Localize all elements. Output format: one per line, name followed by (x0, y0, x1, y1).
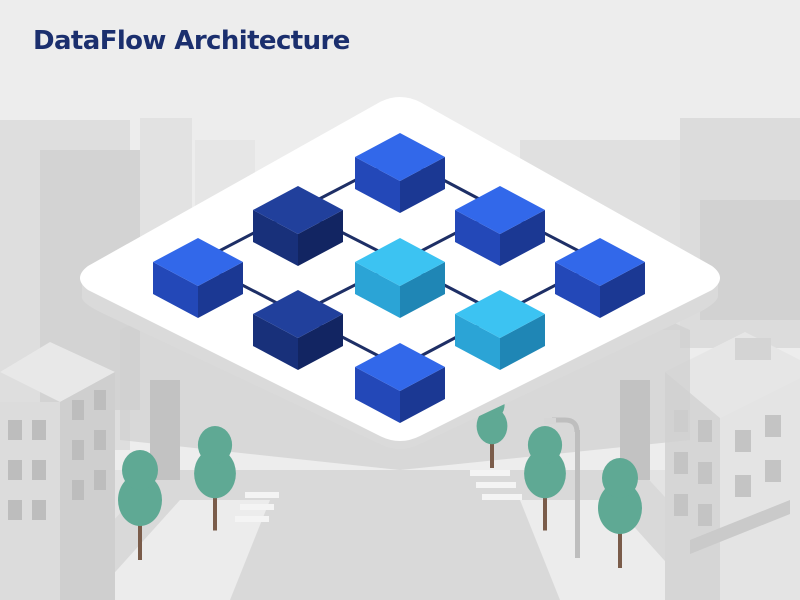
tree (194, 426, 236, 531)
building-left-roof (0, 342, 115, 402)
sidewalk (90, 500, 270, 600)
tree (524, 426, 566, 531)
skyline-building (700, 200, 800, 320)
network-node-blue (555, 238, 645, 318)
building-left-front (0, 402, 60, 600)
building-right-rooftop-box (735, 338, 771, 360)
network-nodes (153, 133, 645, 423)
building-left-windows (8, 390, 106, 520)
network-node-cyan (355, 238, 445, 318)
network-node-navy (253, 290, 343, 370)
street-lamp (544, 417, 580, 558)
network-node-blue (455, 186, 545, 266)
building-left-side (60, 372, 115, 600)
crosswalk (235, 470, 522, 522)
trees (118, 391, 642, 568)
sidewalk (520, 500, 700, 600)
tree (598, 458, 642, 568)
network-node-blue (153, 238, 243, 318)
network-node-cyan (455, 290, 545, 370)
network-node-blue (355, 343, 445, 423)
page-title: DataFlow Architecture (33, 26, 350, 56)
awning (690, 500, 790, 554)
network-node-navy (253, 186, 343, 266)
tree (118, 450, 162, 560)
network-node-blue (355, 133, 445, 213)
